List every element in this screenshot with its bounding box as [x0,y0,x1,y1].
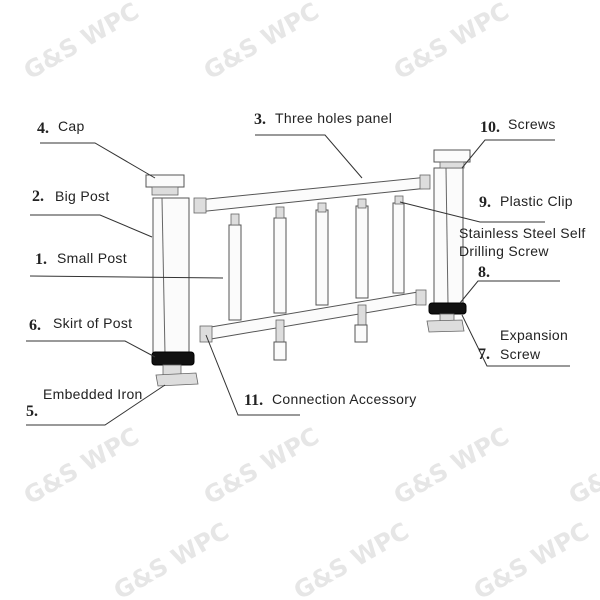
label-small-post: 1. Small Post [35,250,127,268]
label-number: 2. [32,188,44,205]
label-number: 3. [254,111,266,128]
label-text: Screw [500,346,541,362]
label-number: 4. [37,120,49,137]
label-text: Screws [508,116,556,132]
label-text: Cap [58,118,85,134]
label-embedded-iron: 5. Embedded Iron [26,386,143,420]
label-text: Stainless Steel Self [459,225,586,241]
left-embedded-iron [155,372,199,387]
watermark-text: G&S WPC [564,422,600,510]
right-cap [433,149,471,163]
label-plastic-clip: 9. Plastic Clip [479,193,573,211]
label-text: Plastic Clip [500,193,573,209]
label-cap: 4. Cap [37,118,85,137]
watermark-text: G&S WPC [389,422,514,510]
bottom-rail [199,289,427,343]
label-big-post: 2. Big Post [32,188,110,205]
label-skirt: 6. Skirt of Post [29,315,132,334]
label-number: 5. [26,403,38,420]
label-screws: 10. Screws [480,116,556,136]
label-number: 1. [35,251,47,268]
watermark-text: G&S WPC [199,0,324,85]
watermark-text: G&S WPC [19,422,144,510]
watermark-text: G&S WPC [19,0,144,85]
watermark-text: G&S WPC [289,517,414,600]
label-connection: 11. Connection Accessory [244,391,417,409]
label-number: 11. [244,392,263,409]
label-panel: 3. Three holes panel [254,110,392,128]
watermark-text: G&S WPC [109,517,234,600]
label-text: Small Post [57,250,127,266]
leader-lines [26,134,570,426]
label-number: 8. [478,264,490,281]
right-skirt [428,302,467,315]
left-big-post [145,174,199,387]
label-number: 9. [479,194,491,211]
label-text: Big Post [55,188,110,204]
left-skirt [151,351,195,366]
label-text: Skirt of Post [53,315,132,331]
label-text: Three holes panel [275,110,392,126]
label-text: Embedded Iron [43,386,143,402]
small-posts [228,195,405,361]
label-number: 10. [480,119,500,136]
three-holes-panel [193,174,431,214]
right-embedded-iron [426,319,465,333]
label-number: 6. [29,317,41,334]
label-text: Drilling Screw [459,243,549,259]
watermark-text: G&S WPC [389,0,514,85]
watermark-text: G&S WPC [469,517,594,600]
label-number: 7. [478,346,490,363]
right-big-post [426,149,471,333]
label-expansion-screw: Expansion 7. Screw [478,327,568,363]
left-cap [145,174,185,188]
label-text: Expansion [500,327,568,343]
watermark-text: G&S WPC [199,422,324,510]
label-drilling-screw: Stainless Steel Self Drilling Screw 8. [459,225,586,281]
label-text: Connection Accessory [272,391,417,407]
